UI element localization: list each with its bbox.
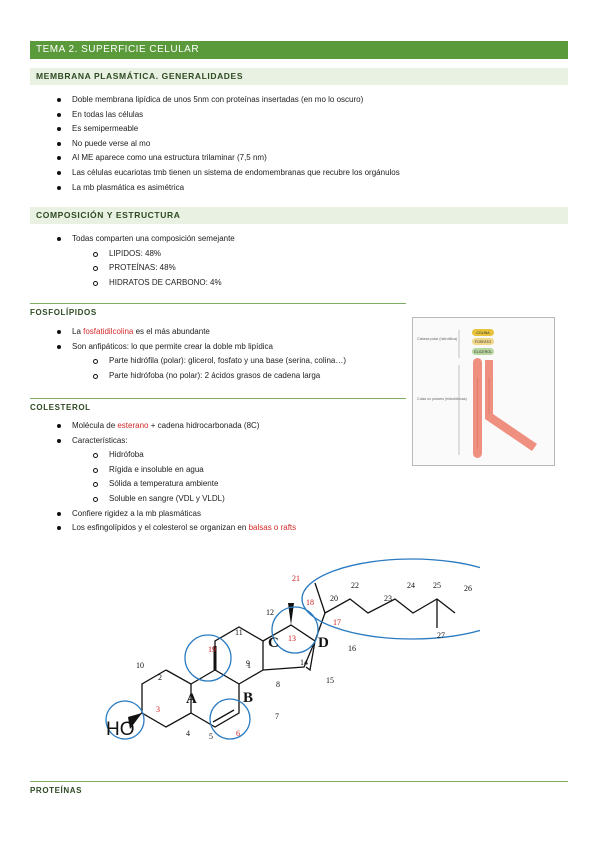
atom-number: 6 xyxy=(236,729,240,738)
ring-label-a: A xyxy=(186,691,197,707)
list-item: Las células eucariotas tmb tienen un sis… xyxy=(30,166,400,181)
ring-a xyxy=(141,669,192,728)
atom-number: 2 xyxy=(158,673,162,682)
atom-number: 16 xyxy=(348,644,356,653)
subheading-fosfolipidos: FOSFOLÍPIDOS xyxy=(30,308,97,317)
fosfolipidos-list: La fosfatidilcolina es el más abundante … xyxy=(30,325,346,383)
c18-highlight xyxy=(271,606,319,654)
list-item: Los esfingolípidos y el colesterol se or… xyxy=(30,521,296,536)
ring-label-c: C xyxy=(268,635,279,651)
atom-number: 8 xyxy=(276,680,280,689)
atom-number: 7 xyxy=(275,712,279,721)
hydroxyl-label: HO xyxy=(106,719,135,740)
colesterol-list: Molécula de esterano + cadena hidrocarbo… xyxy=(30,419,296,536)
list-item: Doble membrana lipídica de unos 5nm con … xyxy=(30,93,400,108)
figure-left-text-1: Cabeza polar (hidrofílica) xyxy=(417,337,457,341)
membrana-list: Doble membrana lipídica de unos 5nm con … xyxy=(30,93,400,195)
atom-number: 21 xyxy=(292,574,300,583)
atom-number: 20 xyxy=(330,594,338,603)
atom-number: 4 xyxy=(186,729,190,738)
atom-number: 9 xyxy=(246,659,250,668)
section-heading-membrana: MEMBRANA PLASMÁTICA. GENERALIDADES xyxy=(30,68,568,85)
svg-text:FOSFATO: FOSFATO xyxy=(475,340,492,344)
list-item: La mb plasmática es asimétrica xyxy=(30,181,400,196)
oh-highlight xyxy=(105,700,145,740)
phospholipid-diagram: Cabeza polar (hidrofílica) Colas no pola… xyxy=(417,329,537,458)
colina-block xyxy=(472,329,494,336)
atom-number: 10 xyxy=(136,661,144,670)
list-item: Al ME aparece como una estructura trilam… xyxy=(30,151,400,166)
subheading-proteinas: PROTEÍNAS xyxy=(30,786,83,795)
atom-number: 5 xyxy=(209,732,213,741)
svg-text:COLINA: COLINA xyxy=(476,331,490,335)
list-subitem: Sólida a temperatura ambiente xyxy=(30,477,296,492)
atom-number: 17 xyxy=(333,618,341,627)
section-heading-composicion: COMPOSICIÓN Y ESTRUCTURA xyxy=(30,207,568,224)
fosfato-block xyxy=(472,338,494,345)
divider xyxy=(30,781,568,782)
atom-number: 3 xyxy=(156,705,160,714)
list-subitem: Soluble en sangre (VDL y VLDL) xyxy=(30,492,296,507)
svg-text:GLICEROL: GLICEROL xyxy=(474,350,492,354)
c19-highlight xyxy=(184,634,232,682)
ring-label-d: D xyxy=(318,635,329,651)
list-subitem: PROTEÍNAS: 48% xyxy=(30,261,235,276)
glicerol-block xyxy=(472,348,494,355)
list-subitem: Parte hidrófila (polar): glicerol, fosfa… xyxy=(30,354,346,369)
cholesterol-structure: HO A B C D 1 2 3 4 5 6 7 8 9 10 11 12 13… xyxy=(105,558,480,741)
atom-number: 27 xyxy=(437,631,445,640)
list-subitem: Parte hidrófoba (no polar): 2 ácidos gra… xyxy=(30,369,346,384)
list-subitem: Rígida e insoluble en agua xyxy=(30,463,296,478)
list-item: No puede verse al mo xyxy=(30,137,400,152)
side-chain-highlight xyxy=(301,558,480,640)
list-item: Es semipermeable xyxy=(30,122,400,137)
atom-number: 1 xyxy=(247,661,251,670)
highlight-term: balsas o rafts xyxy=(248,523,297,533)
atom-number: 23 xyxy=(384,594,392,603)
atom-number: 26 xyxy=(464,584,472,593)
fatty-acid-tail-kinked xyxy=(485,360,537,451)
list-item: Molécula de esterano + cadena hidrocarbo… xyxy=(30,419,296,434)
atom-number: 24 xyxy=(407,581,415,590)
atom-number: 22 xyxy=(351,581,359,590)
list-item: Confiere rigidez a la mb plasmáticas xyxy=(30,507,296,522)
list-item: En todas las células xyxy=(30,108,400,123)
atom-number: 15 xyxy=(326,676,334,685)
list-item: Todas comparten una composición semejant… xyxy=(30,232,235,247)
list-subitem: LIPIDOS: 48% xyxy=(30,247,235,262)
list-item: Características: xyxy=(30,434,296,449)
atom-number: 12 xyxy=(266,608,274,617)
atom-number: 14 xyxy=(300,658,308,667)
divider xyxy=(30,398,406,399)
figure-left-text-2: Colas no polares (hidrofóbicas) xyxy=(417,397,467,401)
double-bond-highlight xyxy=(209,698,251,740)
atom-number: 19 xyxy=(208,645,216,654)
atom-number: 11 xyxy=(235,628,243,637)
phospholipid-figure: Cabeza polar (hidrofílica) Colas no pola… xyxy=(412,317,555,466)
atom-number: 25 xyxy=(433,581,441,590)
highlight-term: fosfatidilcolina xyxy=(83,327,134,336)
atom-number: 13 xyxy=(288,634,296,643)
side-chain xyxy=(314,598,456,642)
highlight-term: esterano xyxy=(117,421,149,430)
composicion-list: Todas comparten una composición semejant… xyxy=(30,232,235,290)
ring-label-b: B xyxy=(243,690,253,706)
divider xyxy=(30,303,406,304)
subheading-colesterol: COLESTEROL xyxy=(30,403,91,412)
list-item: La fosfatidilcolina es el más abundante xyxy=(30,325,346,340)
list-item: Son anfipáticos: lo que permite crear la… xyxy=(30,340,346,355)
ring-c xyxy=(214,626,264,685)
list-subitem: HIDRATOS DE CARBONO: 4% xyxy=(30,276,235,291)
list-subitem: Hidrófoba xyxy=(30,448,296,463)
document-title: TEMA 2. SUPERFICIE CELULAR xyxy=(30,41,568,59)
atom-number: 18 xyxy=(306,598,314,607)
